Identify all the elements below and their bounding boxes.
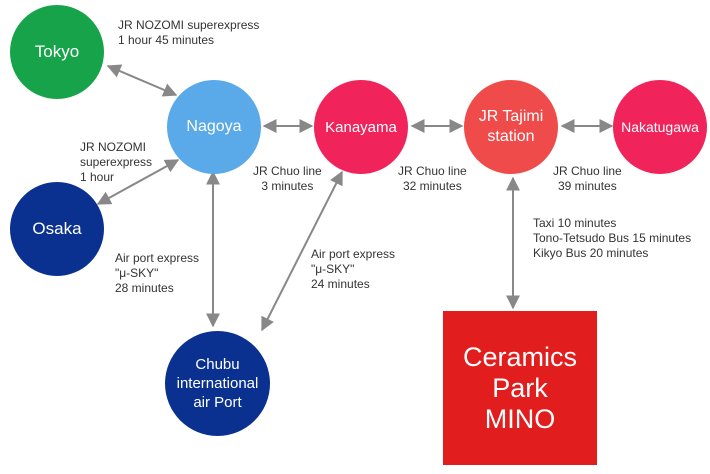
label-kanayama-airport: Air port express "μ-SKY" 24 minutes bbox=[311, 247, 396, 291]
node-nakatsugawa-label: Nakatugawa bbox=[621, 119, 699, 135]
node-jr-tajimi-label: JR Tajimi station bbox=[478, 108, 544, 145]
arrow-kanayama-airport bbox=[261, 170, 343, 332]
node-osaka-label: Osaka bbox=[32, 219, 82, 238]
node-nagoya-label: Nagoya bbox=[186, 118, 242, 135]
node-jr-tajimi: JR Tajimi station bbox=[464, 80, 558, 174]
label-kanayama-tajimi: JR Chuo line 32 minutes bbox=[398, 164, 467, 193]
label-nagoya-kanayama: JR Chuo line 3 minutes bbox=[253, 164, 322, 193]
node-chubu-airport: Chubu international air Port bbox=[165, 331, 270, 436]
label-nagoya-airport: Air port express "μ-SKY" 28 minutes bbox=[115, 251, 200, 295]
node-kanayama-label: Kanayama bbox=[325, 118, 397, 136]
arrow-tokyo-nagoya bbox=[106, 64, 178, 97]
node-tokyo-label: Tokyo bbox=[34, 42, 80, 61]
destination-ceramics-park-label: Ceramics Park MINO bbox=[462, 341, 577, 434]
arrow-osaka-nagoya bbox=[96, 159, 180, 205]
node-chubu-airport-label: Chubu international air Port bbox=[176, 356, 259, 411]
label-tokyo-route: JR NOZOMI superexpress 1 hour 45 minutes bbox=[118, 18, 260, 47]
label-osaka-route: JR NOZOMI superexpress 1 hour bbox=[80, 140, 153, 184]
label-tajimi-ceramics: Taxi 10 minutes Tono-Tetsudo Bus 15 minu… bbox=[533, 216, 692, 260]
node-tokyo: Tokyo bbox=[10, 5, 104, 99]
label-tajimi-nakatsugawa: JR Chuo line 39 minutes bbox=[553, 164, 622, 193]
node-kanayama: Kanayama bbox=[314, 80, 408, 174]
destination-ceramics-park: Ceramics Park MINO bbox=[443, 311, 597, 465]
node-nakatsugawa: Nakatugawa bbox=[613, 80, 707, 174]
node-osaka: Osaka bbox=[10, 182, 104, 276]
node-nagoya: Nagoya bbox=[167, 80, 261, 174]
